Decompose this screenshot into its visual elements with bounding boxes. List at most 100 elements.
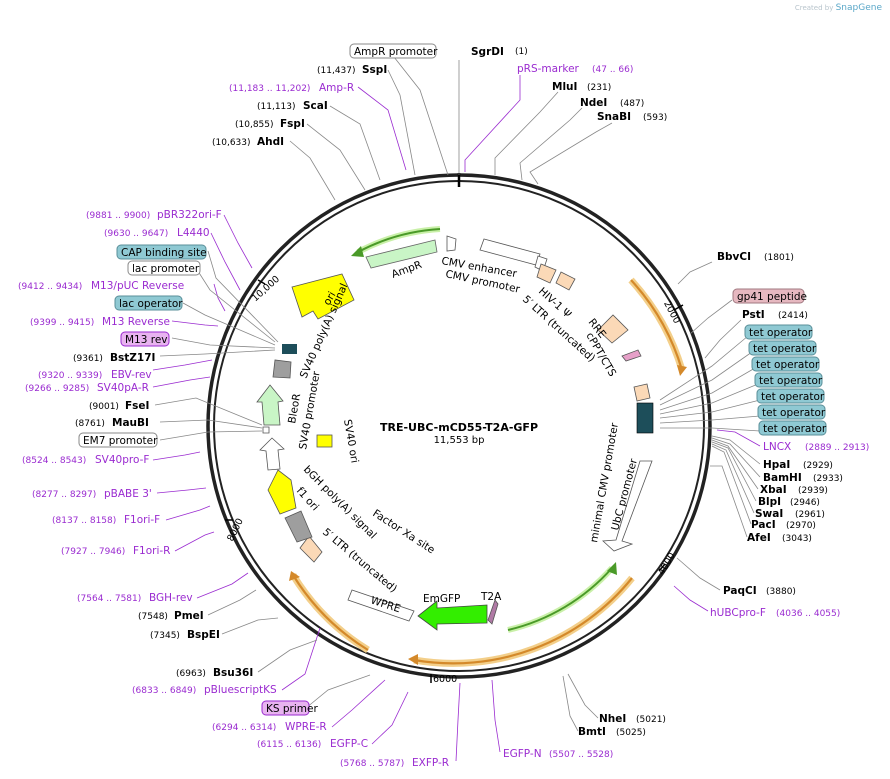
site-nhei-loc: (5021) [636, 715, 666, 725]
site-l4440-name: L4440 [177, 227, 210, 239]
site-maubi-name: MauBI [112, 417, 149, 429]
site-bspei-loc: (7345) [150, 631, 180, 641]
site-pbr322-name: pBR322ori-F [157, 209, 222, 221]
sv40-polya-shape [272, 359, 292, 379]
tet7-box [758, 420, 827, 436]
site-sv40prof-name: SV40pro-F [95, 454, 149, 466]
site-tet2: tet operator [753, 343, 817, 355]
site-l4440-loc: (9630 .. 9647) [104, 229, 168, 239]
site-em7: EM7 promoter [83, 435, 158, 447]
label-ltr3: 5′ LTR (truncated) [320, 526, 399, 595]
ori-arrow [291, 273, 355, 320]
site-xbai-loc: (2939) [798, 486, 828, 496]
site-tet4: tet operator [759, 375, 823, 387]
site-bamhi-name: BamHI [763, 472, 802, 484]
site-fsei-loc: (9001) [89, 402, 119, 412]
site-lncx-name: LNCX [763, 441, 791, 453]
tet-operator-block [636, 402, 654, 434]
small-orange-box [633, 383, 651, 402]
orange-arc-1-line [630, 279, 684, 371]
site-blpi-loc: (2946) [790, 498, 820, 508]
wpre-shape [347, 589, 415, 622]
tet3-box [751, 356, 820, 372]
site-psti-name: PstI [742, 309, 765, 321]
site-bmti-name: BmtI [578, 726, 606, 738]
site-lncx-loc: (2889 .. 2913) [805, 443, 869, 453]
ampr-arrow-body [365, 239, 438, 269]
site-psti-loc: (2414) [778, 311, 808, 321]
tet4-box [754, 372, 823, 388]
top-labels: AmpR promoter SgrDI (1) pRS-marker (47 .… [212, 43, 667, 148]
site-m13puc-name: M13/pUC Reverse [91, 280, 184, 292]
sv40-ori-shape [316, 434, 333, 448]
site-bstz17i-loc: (9361) [73, 354, 103, 364]
site-sgrdi-loc: (1) [515, 47, 528, 57]
site-m13rev: M13 rev [125, 334, 168, 346]
em7-box [78, 432, 158, 448]
plasmid-name: TRE-UBC-mCD55-T2A-GFP [380, 421, 538, 434]
site-pbluescriptks-name: pBluescriptKS [204, 684, 277, 696]
amprpromoter-box [349, 43, 437, 59]
orange-arc-3-line [292, 574, 369, 651]
site-m13reverse-name: M13 Reverse [102, 316, 170, 328]
ltr3-shape [299, 535, 323, 563]
site-fspi-loc: (10,855) [235, 120, 274, 130]
site-m13puc-loc: (9412 .. 9434) [18, 282, 82, 292]
site-ahdi-name: AhdI [257, 136, 284, 148]
hiv-psi-shape [555, 271, 576, 291]
site-nhei-name: NheI [599, 713, 626, 725]
site-pbr322-loc: (9881 .. 9900) [86, 211, 150, 221]
site-egfpn-name: EGFP-N [503, 748, 542, 760]
site-tet1: tet operator [749, 327, 813, 339]
cppt-shape [621, 349, 642, 362]
site-bbvci-loc: (1801) [764, 253, 794, 263]
site-gp41: gp41 peptide [737, 291, 807, 303]
tet6-box [757, 404, 826, 420]
leader-lines [152, 56, 761, 762]
site-bstz17i-name: BstZ17I [110, 352, 155, 364]
ampr-arc-head [351, 246, 364, 257]
site-f1orir-name: F1ori-R [133, 545, 170, 557]
site-tet6: tet operator [762, 407, 826, 419]
site-prsmarker-name: pRS-marker [517, 63, 580, 75]
site-lacpro: lac promoter [132, 263, 200, 275]
site-sv40prof-loc: (8524 .. 8543) [22, 456, 86, 466]
left-labels: (9881 .. 9900) pBR322ori-F (9630 .. 9647… [18, 209, 449, 769]
site-exfpr-name: EXFP-R [412, 757, 449, 769]
cmv-enhancer-shape [479, 238, 541, 266]
site-hpai-loc: (2929) [803, 461, 833, 471]
green-arc-2 [507, 566, 615, 633]
site-paci-name: PacI [751, 519, 776, 531]
site-egfpn-loc: (5507 .. 5528) [549, 750, 613, 760]
lacpro-box [127, 260, 201, 276]
site-amprpromoter: AmpR promoter [354, 46, 438, 58]
site-ndei-name: NdeI [580, 97, 607, 109]
site-snabi-loc: (593) [643, 113, 667, 123]
site-sgrdi-name: SgrDI [471, 46, 504, 58]
inner-arcs [351, 226, 617, 633]
rre-shape [597, 314, 629, 344]
site-bmti-loc: (5025) [616, 728, 646, 738]
site-maubi-loc: (8761) [75, 419, 105, 429]
sv40-promoter-arrow [259, 437, 285, 471]
site-exfpr-loc: (5768 .. 5787) [340, 759, 404, 769]
lac-block [282, 344, 297, 354]
orange-arc-3 [290, 573, 370, 653]
tet5-box [756, 388, 825, 404]
site-scai-name: ScaI [303, 100, 328, 112]
site-ahdi-loc: (10,633) [212, 138, 251, 148]
site-hpai-name: HpaI [763, 459, 790, 471]
site-wprer-loc: (6294 .. 6314) [212, 723, 276, 733]
bleor-arrow [256, 384, 284, 426]
emgfp-arrow [417, 600, 488, 631]
site-sv40par-loc: (9266 .. 9285) [25, 384, 89, 394]
site-fsei-name: FseI [125, 400, 149, 412]
right-labels: BbvCI (1801) gp41 peptide PstI (2414) te… [503, 251, 869, 760]
site-paci-loc: (2970) [786, 521, 816, 531]
site-egfpc-name: EGFP-C [330, 738, 368, 750]
label-emgfp: EmGFP [423, 593, 460, 605]
site-afei-name: AfeI [747, 532, 771, 544]
site-bspei-name: BspEI [187, 629, 220, 641]
site-hubcpro-loc: (4036 .. 4055) [776, 609, 840, 619]
tet2-box [748, 340, 817, 356]
